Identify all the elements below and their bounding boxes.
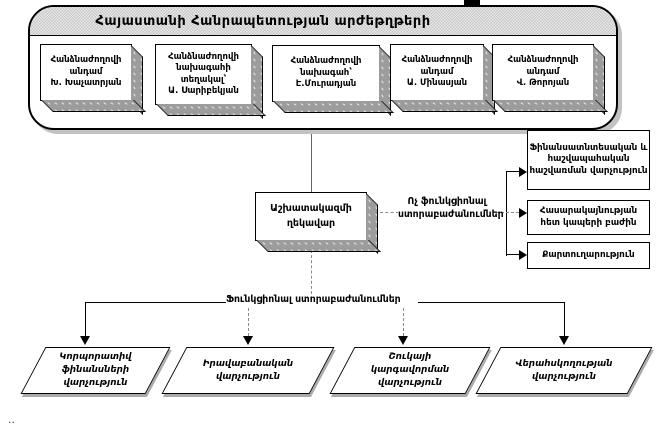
commission-title: Հայաստանի Հանրապետության արժեթղթերի — [95, 13, 431, 29]
member-line: Է.Մուրադյան — [295, 79, 357, 90]
staff-head-text: Աշխատակազմի ղեկավար — [256, 193, 366, 240]
member-line: Ա. Սարիբեկյան — [168, 85, 239, 96]
member-line: անդամ — [526, 66, 560, 77]
unit-box-finance-accounting: Ֆինանսատնտեսական և հաշվապահական հաշվառմա… — [527, 130, 650, 190]
func-unit-line: ֆինանսների — [61, 365, 130, 376]
func-unit-text: Վերահսկողության վարչություն — [488, 347, 640, 394]
unit-line: հաշվառման վարչություն — [529, 165, 648, 176]
member-line: Հանձնաժողովի — [401, 55, 473, 66]
connector-nflabel-to-branch — [496, 212, 519, 213]
member-box-minasyan: Հանձնաժողովի անդամ Ա. Մինասյան — [390, 44, 484, 101]
member-line: նախագահ՝ — [300, 67, 352, 78]
func-unit-supervision: Վերահսկողության վարչություն — [488, 347, 640, 394]
func-unit-text: Իրավաբանական վարչություն — [174, 347, 322, 394]
connector-container-to-staff — [311, 128, 312, 192]
page-artifact-dots: .. — [8, 413, 15, 426]
func-unit-line: Կորպորատիվ — [59, 352, 132, 363]
arrow-line-3 — [403, 308, 404, 336]
staff-head-line: ղեկավար — [286, 217, 336, 229]
arrow-line-4 — [564, 302, 565, 337]
unit-box-public-relations: Հասարակայնության հետ կապերի բաժին — [527, 200, 650, 235]
stub-to-unit1 — [506, 171, 519, 172]
member-line: Հանձնաժողովի — [168, 51, 239, 62]
member-box-text: Հանձնաժողովի անդամ Ա. Մինասյան — [391, 45, 483, 100]
non-functional-label-line: ստորաբաժանումներ — [398, 209, 504, 221]
member-box-saribekyan: Հանձնաժողովի նախագահի տեղակալ՝ Ա. Սարիբե… — [155, 44, 252, 105]
member-box-text: Հանձնաժողովի անդամ Խ. Խաչատրյան — [41, 45, 131, 100]
member-box-text: Հանձնաժողովի նախագահ՝ Է.Մուրադյան — [273, 46, 379, 101]
member-line: նախագահի — [176, 63, 231, 74]
stub-to-unit3 — [506, 254, 519, 255]
func-unit-line: Իրավաբանական — [202, 358, 294, 369]
member-box-text: Հանձնաժողովի նախագահի տեղակալ՝ Ա. Սարիբե… — [156, 45, 251, 104]
chairman-box-muradyan: Հանձնաժողովի նախագահ՝ Է.Մուրադյան — [272, 45, 380, 102]
unit-line: Ֆինանսատնտեսական և — [529, 142, 648, 153]
arrow-down-1-icon — [80, 336, 90, 345]
func-unit-market-regulation: Շուկայի կարգավորման վարչություն — [342, 347, 478, 394]
unit-box-secretariat: Քարտուղարություն — [527, 242, 650, 269]
member-box-khachatryan: Հանձնաժողովի անդամ Խ. Խաչատրյան — [40, 44, 132, 101]
func-unit-corporate-finance: Կորպորատիվ ֆինանսների վարչություն — [33, 347, 158, 394]
arrow-right-unit1-icon — [519, 167, 527, 177]
non-functional-label-line: Ոչ ֆունկցիոնալ — [407, 196, 487, 207]
unit-line: հաշվապահական — [547, 154, 630, 165]
member-line: Խ. Խաչատրյան — [50, 78, 122, 89]
arrow-down-3-icon — [398, 336, 408, 345]
member-line: Հանձնաժողովի — [507, 55, 579, 66]
unit-line: հետ կապերի բաժին — [540, 217, 637, 228]
connector-staff-to-nflabel — [380, 212, 399, 213]
member-line: Վ. Թորոյան — [516, 78, 570, 89]
func-unit-line: վարչություն — [532, 371, 596, 382]
func-unit-line: կարգավորման — [370, 365, 450, 376]
func-unit-line: Վերահսկողության — [515, 358, 613, 369]
functional-label-text: Ֆունկցիոնալ ստորաբաժանումներ — [226, 294, 401, 305]
member-line: Հանձնաժողովի — [50, 55, 122, 66]
unit-line: Հասարակայնության — [539, 206, 638, 217]
func-unit-legal: Իրավաբանական վարչություն — [174, 347, 322, 394]
func-unit-line: վարչություն — [63, 377, 128, 388]
member-line: անդամ — [420, 66, 454, 77]
commission-title-band: Հայաստանի Հանրապետության արժեթղթերի — [30, 7, 616, 36]
func-unit-line: վարչություն — [378, 377, 442, 388]
staff-head-line: Աշխատակազմի — [270, 203, 352, 215]
arrow-line-2 — [248, 308, 249, 336]
staff-head-box: Աշխատակազմի ղեկավար — [255, 192, 367, 241]
arrow-right-unit2-icon — [519, 208, 527, 218]
member-line: Ա. Մինասյան — [406, 78, 468, 89]
func-unit-line: Շուկայի — [388, 352, 432, 363]
arrow-line-1 — [85, 302, 86, 337]
top-edge-artifact — [464, 0, 480, 5]
member-line: տեղակալ՝ — [180, 74, 227, 85]
arrow-right-unit3-icon — [519, 250, 527, 260]
non-functional-label: Ոչ ֆունկցիոնալ ստորաբաժանումներ — [398, 195, 504, 222]
member-line: անդամ — [69, 66, 103, 77]
non-functional-branch-line — [506, 171, 507, 256]
member-line: Հանձնաժողովի — [290, 56, 362, 67]
func-unit-text: Շուկայի կարգավորման վարչություն — [342, 347, 478, 394]
member-box-toroyan: Հանձնաժողովի անդամ Վ. Թորոյան — [492, 44, 594, 101]
functional-label: Ֆունկցիոնալ ստորաբաժանումներ — [226, 294, 418, 308]
unit-line: Քարտուղարություն — [542, 249, 635, 260]
member-box-text: Հանձնաժողովի անդամ Վ. Թորոյան — [493, 45, 593, 100]
arrow-down-4-icon — [559, 336, 569, 345]
connector-staff-to-flabel — [311, 250, 312, 294]
func-unit-text: Կորպորատիվ ֆինանսների վարչություն — [33, 347, 158, 394]
arrow-down-2-icon — [243, 336, 253, 345]
func-unit-line: վարչություն — [216, 371, 280, 382]
